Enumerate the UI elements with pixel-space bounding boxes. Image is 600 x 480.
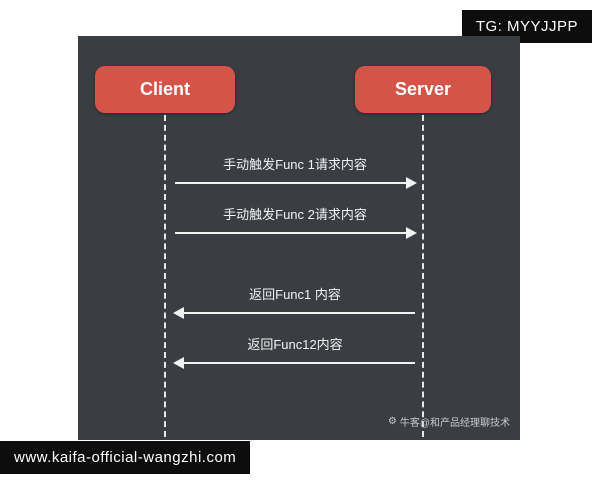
actor-client: Client bbox=[95, 66, 235, 113]
arrow-left-icon bbox=[173, 307, 415, 319]
sequence-diagram-panel: Client Server 手动触发Func 1请求内容 手动触发Func 2请… bbox=[78, 36, 520, 440]
message-return-func12: 返回Func12内容 bbox=[173, 334, 415, 369]
message-label: 返回Func1 内容 bbox=[249, 287, 341, 302]
website-url-badge: www.kaifa-official-wangzhi.com bbox=[0, 441, 251, 474]
client-lifeline bbox=[164, 115, 166, 437]
watermark: ⚙ 牛客@和产品经理聊技术 bbox=[388, 414, 510, 429]
message-label: 手动触发Func 2请求内容 bbox=[223, 207, 367, 222]
message-label: 手动触发Func 1请求内容 bbox=[223, 157, 367, 172]
niuke-logo-icon: ⚙ bbox=[387, 416, 397, 427]
message-request-func1: 手动触发Func 1请求内容 bbox=[175, 154, 417, 189]
actor-server-label: Server bbox=[394, 79, 452, 99]
arrow-right-icon bbox=[175, 177, 417, 189]
message-return-func1: 返回Func1 内容 bbox=[173, 284, 415, 319]
arrow-right-icon bbox=[175, 227, 417, 239]
message-request-func2: 手动触发Func 2请求内容 bbox=[175, 204, 417, 239]
actor-client-label: Client bbox=[139, 79, 190, 99]
message-label: 返回Func12内容 bbox=[247, 337, 343, 352]
actor-server: Server bbox=[355, 66, 491, 113]
arrow-left-icon bbox=[173, 357, 415, 369]
watermark-text: 牛客@和产品经理聊技术 bbox=[399, 418, 510, 429]
server-lifeline bbox=[422, 115, 424, 437]
